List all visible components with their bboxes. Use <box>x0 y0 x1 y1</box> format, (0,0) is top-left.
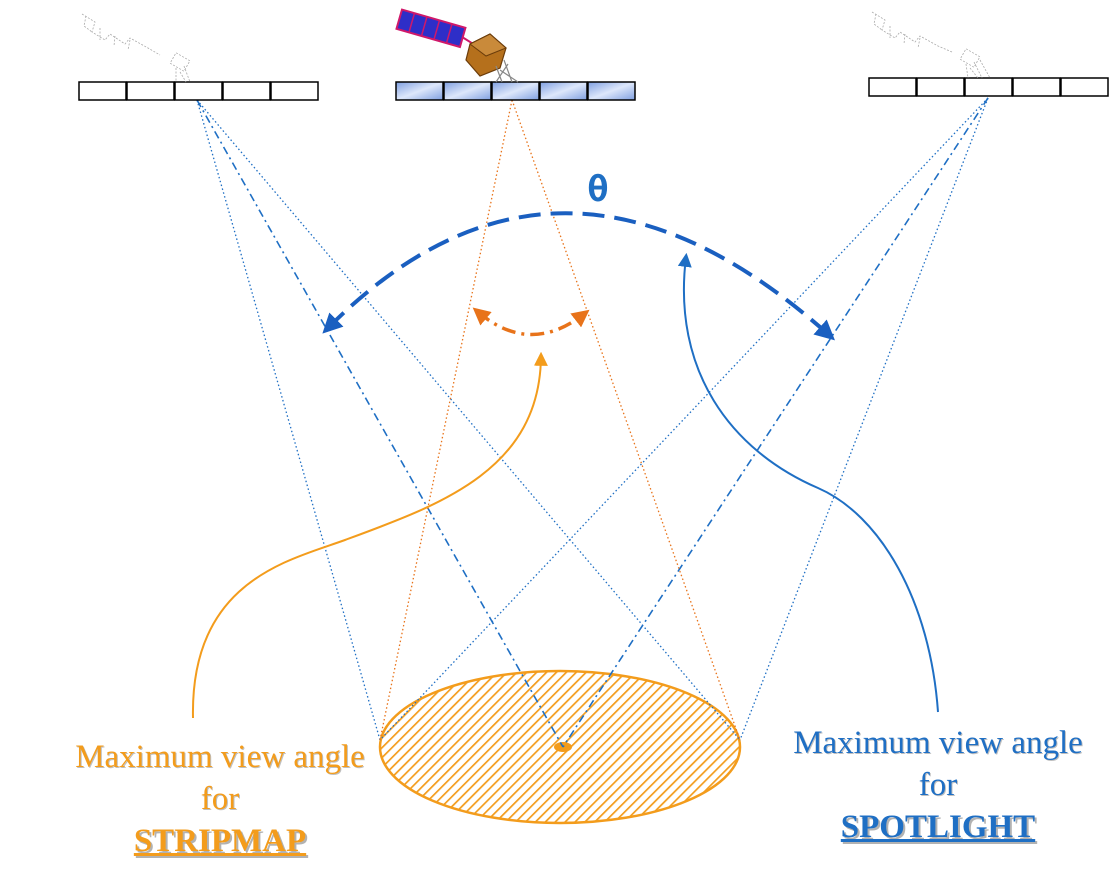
spotlight-caption-line1: Maximum view angle <box>793 725 1083 761</box>
right-beam <box>379 97 989 748</box>
stripmap-caption-line2: for <box>200 781 240 817</box>
spotlight-angle-arc <box>322 211 835 341</box>
left-beam <box>196 99 741 748</box>
left-satellite <box>78 13 319 101</box>
stripmap-angle-arc <box>472 307 590 337</box>
stripmap-caption: Maximum view angle for STRIPMAP <box>40 736 400 862</box>
center-beam <box>379 99 741 741</box>
spotlight-mode-label: SPOTLIGHT <box>840 809 1036 845</box>
right-satellite <box>868 11 1109 97</box>
stripmap-leader <box>191 351 548 719</box>
center-satellite <box>395 8 636 101</box>
satellite-ghost-icon <box>81 13 191 83</box>
satellite-icon <box>395 8 519 83</box>
stripmap-caption-line1: Maximum view angle <box>75 739 365 775</box>
stripmap-mode-label: STRIPMAP <box>133 823 307 859</box>
theta-label: θ <box>587 169 609 210</box>
left-solar-strip <box>78 81 319 101</box>
spotlight-caption: Maximum view angle for SPOTLIGHT <box>758 722 1118 848</box>
right-solar-strip <box>868 77 1109 97</box>
spotlight-caption-line2: for <box>918 767 958 803</box>
center-solar-strip <box>395 81 636 101</box>
satellite-ghost-icon <box>871 11 991 79</box>
spotlight-leader <box>677 252 939 713</box>
